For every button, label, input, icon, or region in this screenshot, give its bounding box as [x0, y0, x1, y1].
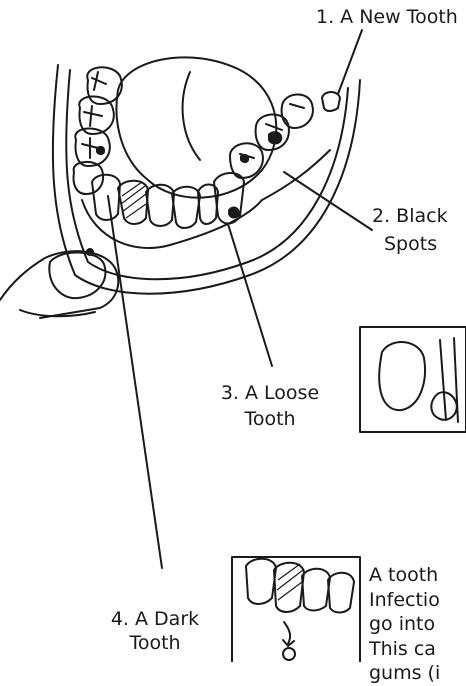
explanation-text: A tooth Infectio go into This ca gums (i [369, 563, 466, 686]
jaw-outer-line [53, 65, 360, 294]
inset-tooth-a [246, 559, 276, 604]
label-loose-tooth-line1: 3. A Loose [215, 382, 325, 405]
tooth-problems-illustration: 1. A New Tooth 2. Black Spots 3. A Loose… [0, 0, 466, 662]
new-tooth [322, 92, 340, 111]
label-dark-tooth-line1: 4. A Dark [100, 608, 210, 631]
explanation-line: gums (i [369, 661, 466, 686]
front-tooth-3 [146, 185, 174, 226]
explanation-line: Infectio [369, 588, 466, 613]
label-dark-tooth-line2: Tooth [100, 632, 210, 655]
tongue-midline [183, 72, 200, 160]
black-spot-2 [240, 154, 249, 163]
explanation-line: This ca [369, 637, 466, 662]
arrow-dark-tooth [108, 196, 162, 568]
finger [0, 251, 118, 318]
front-tooth-1 [92, 175, 120, 220]
right-molar-2 [282, 94, 313, 128]
gum-spot [86, 248, 94, 256]
black-spot-1 [268, 131, 282, 144]
explanation-line: go into [369, 612, 466, 637]
dark-tooth-hatch [121, 182, 146, 218]
label-black-spots-line1: 2. Black [372, 205, 448, 228]
inset-tooth-c [302, 569, 330, 611]
inset-down-arrow [283, 622, 294, 646]
inset-tooth-root [440, 338, 458, 422]
explanation-line: A tooth [369, 563, 466, 588]
inset-tooth-d [328, 573, 354, 613]
inset-dark-tooth [274, 563, 304, 612]
label-loose-tooth-line2: Tooth [215, 408, 325, 431]
black-spot-3 [228, 207, 240, 219]
label-black-spots-line2: Spots [384, 233, 437, 256]
inset-pus-drop [283, 648, 295, 660]
label-new-tooth: 1. A New Tooth [316, 6, 458, 29]
inset-tooth-crown [379, 342, 425, 410]
inset-dark-tooth-hatch [277, 564, 303, 600]
arrow-new-tooth [338, 30, 362, 94]
left-black-spot [96, 146, 105, 155]
front-tooth-4 [172, 187, 200, 228]
arrow-loose-tooth [228, 224, 272, 366]
fingernail [49, 252, 105, 298]
inset-loose-tooth-box [360, 327, 466, 432]
